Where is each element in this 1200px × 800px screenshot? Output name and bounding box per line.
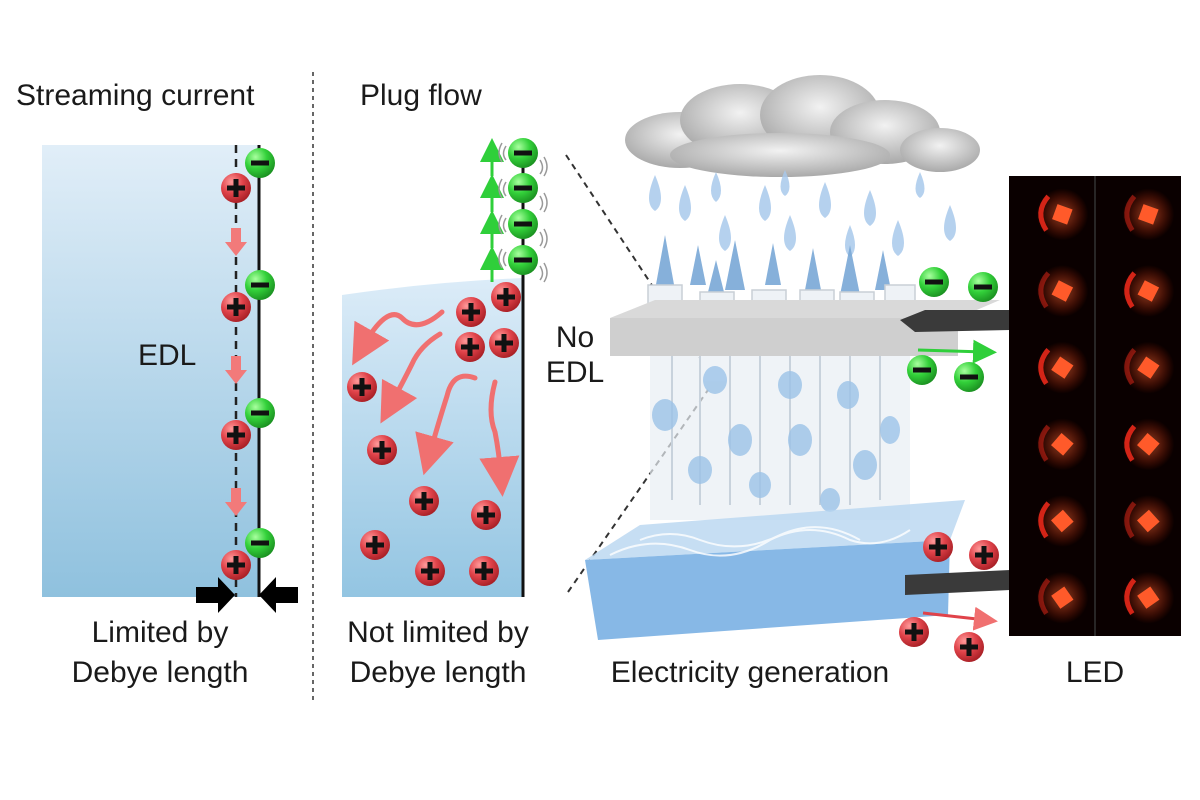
- positive-ion: [469, 556, 499, 586]
- tube-array: [650, 340, 910, 520]
- vibration-marks: [498, 142, 548, 283]
- electron-flow-arrow: [917, 339, 997, 364]
- water-ripples: [609, 526, 911, 557]
- flow-arrow-down: [225, 228, 247, 256]
- downward-flow-arrows: [225, 228, 247, 516]
- led-glow: [1122, 418, 1175, 471]
- top-electrode-plate-front: [610, 318, 958, 356]
- positive-ion: [221, 420, 251, 450]
- cone-nozzles: [655, 235, 891, 300]
- negative-ion: [907, 355, 937, 385]
- negative-ion: [919, 267, 949, 297]
- led-glow: [1122, 341, 1175, 394]
- led-caption: LED: [1065, 656, 1125, 689]
- led-glow: [1122, 188, 1175, 241]
- led-glow: [1036, 188, 1089, 241]
- diffusion-arrows: [352, 309, 520, 497]
- led-glow: [1036, 265, 1089, 317]
- positive-ion: [360, 530, 390, 560]
- raindrops: [649, 170, 956, 257]
- electricity-generation-caption: Electricity generation: [610, 656, 890, 689]
- negative-ion: [245, 528, 275, 558]
- positive-ion: [455, 332, 485, 362]
- led-glow: [1036, 418, 1089, 471]
- positive-ion: [347, 372, 377, 402]
- streaming-caption-line1: Limited by: [91, 616, 229, 649]
- led-glow: [1036, 341, 1089, 394]
- flow-arrow-down: [225, 356, 247, 384]
- cloud-icon: [625, 75, 980, 177]
- streaming-caption-line2: Debye length: [71, 656, 249, 689]
- plug-flow-title: Plug flow: [360, 79, 482, 112]
- plug-caption-line2: Debye length: [349, 656, 527, 689]
- no-edl-label-line2: EDL: [545, 356, 605, 389]
- negative-ion: [968, 272, 998, 302]
- positive-ion: [367, 435, 397, 465]
- positive-ion: [491, 282, 521, 312]
- generator-illustration: [585, 75, 1010, 662]
- positive-flow-arrow: [922, 606, 998, 631]
- streaming-current-panel: [42, 145, 298, 613]
- negative-ion: [954, 362, 984, 392]
- edl-label: EDL: [138, 339, 197, 372]
- led-glow: [1036, 571, 1089, 624]
- positive-ion: [954, 632, 984, 662]
- bottom-wire: [905, 570, 1010, 595]
- streaming-current-title: Streaming current: [16, 79, 255, 112]
- led-glow: [1036, 495, 1089, 547]
- plug-caption-line1: Not limited by: [347, 616, 529, 649]
- debye-arrow-right: [196, 577, 235, 613]
- negative-ion: [508, 173, 538, 203]
- plug-flow-panel: [342, 138, 548, 597]
- positive-ion: [489, 328, 519, 358]
- positive-ion: [899, 617, 929, 647]
- led-glow: [1122, 495, 1175, 547]
- top-electrode-plate: [610, 300, 1000, 318]
- positive-ion: [923, 532, 953, 562]
- led-photo: [1009, 176, 1181, 636]
- positive-ion: [409, 486, 439, 516]
- water-basin: [585, 540, 950, 640]
- negative-ion: [245, 270, 275, 300]
- positive-ion: [456, 297, 486, 327]
- top-wire: [900, 310, 1010, 332]
- water-channel: [42, 145, 258, 597]
- water-basin-top: [585, 500, 965, 560]
- positive-ion: [415, 556, 445, 586]
- led-glow: [1122, 571, 1175, 624]
- negative-ion: [508, 245, 538, 275]
- positive-ion: [221, 173, 251, 203]
- no-edl-label-line1: No: [555, 321, 595, 354]
- negative-ion: [508, 209, 538, 239]
- positive-ion: [221, 292, 251, 322]
- flow-arrow-down: [225, 488, 247, 516]
- positive-ion: [969, 540, 999, 570]
- negative-ion: [508, 138, 538, 168]
- positive-ion: [471, 500, 501, 530]
- debye-arrow-left: [259, 577, 298, 613]
- positive-ion: [221, 550, 251, 580]
- negative-ion: [245, 148, 275, 178]
- negative-ion: [245, 398, 275, 428]
- led-glow: [1122, 265, 1175, 317]
- zoom-guide-line: [567, 389, 709, 593]
